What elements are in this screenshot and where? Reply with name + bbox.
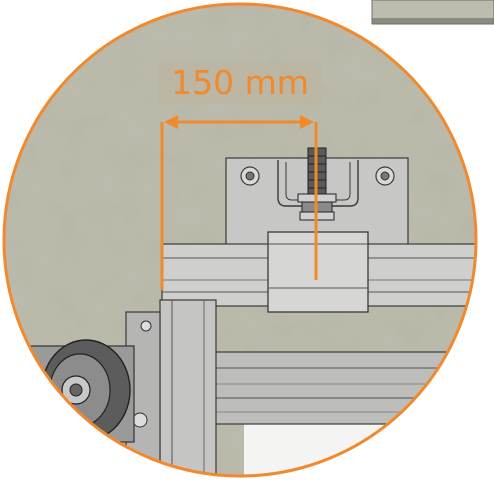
roller-wheel bbox=[4, 339, 135, 443]
dimension-lines bbox=[160, 115, 318, 290]
horizontal-beam bbox=[161, 231, 476, 313]
slab-fragment bbox=[371, 0, 494, 25]
detail-circle bbox=[2, 2, 478, 478]
wall-opening bbox=[244, 424, 476, 476]
lower-rail bbox=[199, 351, 476, 425]
dimension-label: 150 mm bbox=[158, 62, 322, 104]
